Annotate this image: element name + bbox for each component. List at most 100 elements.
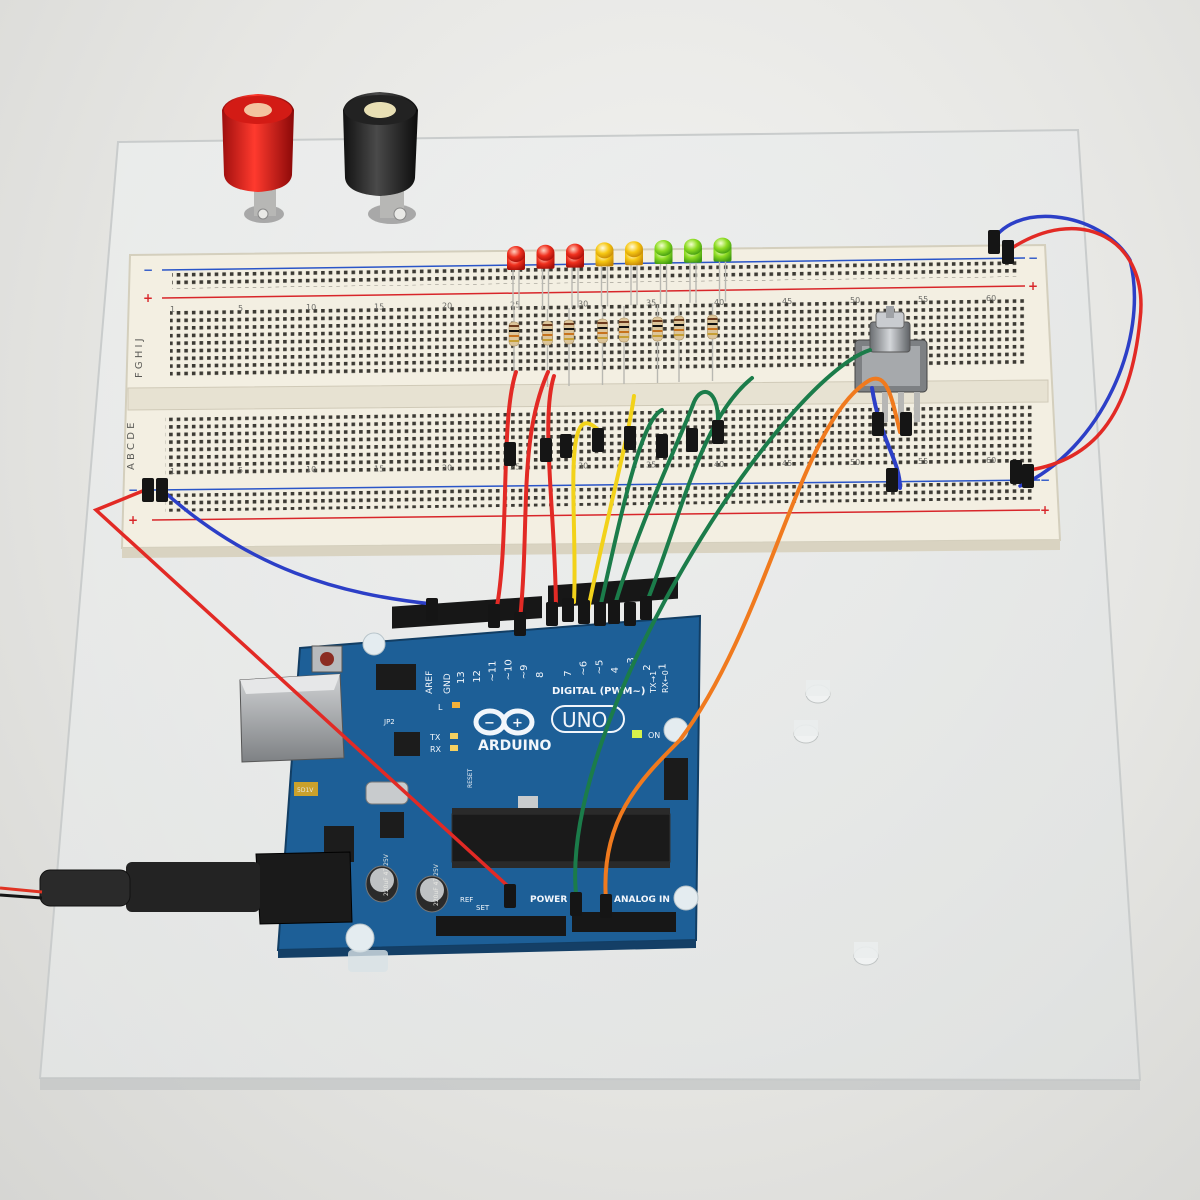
wire-plug bbox=[686, 428, 698, 452]
wire-plug bbox=[656, 434, 668, 458]
jumper-wires bbox=[92, 214, 1143, 902]
wire-green-3 bbox=[644, 376, 754, 606]
column-number-bottom: 60 bbox=[986, 456, 996, 465]
arduino-logo: − + bbox=[473, 708, 535, 736]
power-on-led bbox=[632, 730, 642, 738]
capacitor-right bbox=[415, 875, 449, 913]
wire-green-analog bbox=[573, 348, 872, 896]
wire-plug bbox=[594, 602, 606, 626]
fuse bbox=[294, 782, 318, 796]
aref-label: AREF bbox=[425, 671, 435, 694]
digital-pin-label: ~11 bbox=[488, 660, 499, 681]
arduino-logo-text: ARDUINO bbox=[478, 738, 552, 754]
wire-plug bbox=[1022, 464, 1034, 488]
wire-plug bbox=[578, 600, 590, 624]
digital-header-label: DIGITAL (PWM~) bbox=[552, 686, 645, 697]
column-number-bottom: 50 bbox=[850, 458, 860, 467]
led-red bbox=[566, 243, 584, 308]
wire-plug bbox=[608, 600, 620, 624]
digital-pin-label: ~5 bbox=[594, 660, 605, 675]
resistor bbox=[673, 304, 685, 382]
rail-sign-bottom-plus-right: + bbox=[1040, 503, 1050, 517]
led-green bbox=[654, 240, 673, 304]
column-number-top: 35 bbox=[646, 299, 656, 308]
column-number-top: 55 bbox=[918, 295, 928, 304]
analog-in-label: ANALOG IN bbox=[614, 895, 670, 905]
digital-pin-label: ~9 bbox=[519, 664, 530, 679]
row-letters-bottom: A B C D E bbox=[126, 423, 137, 470]
led-red bbox=[536, 244, 555, 309]
wire-red-led-2 bbox=[518, 370, 550, 622]
wire-plug bbox=[488, 604, 500, 628]
row-letters-top: F G H I J bbox=[134, 338, 145, 378]
column-number-bottom: 1 bbox=[170, 467, 175, 476]
wire-plug bbox=[560, 434, 572, 458]
gnd-label: GND bbox=[443, 673, 453, 694]
resistor bbox=[542, 309, 553, 387]
rail-sign-top-minus-right: − bbox=[1028, 251, 1038, 265]
top-rail-holes bbox=[172, 260, 1018, 289]
rx-arrow-label: RX←0 bbox=[661, 670, 670, 693]
wire-plug bbox=[156, 478, 168, 502]
wire-yellow-2 bbox=[586, 394, 636, 612]
wire-plug bbox=[426, 598, 438, 622]
tx-label: TX bbox=[429, 733, 441, 742]
atmega-microcontroller bbox=[451, 808, 671, 868]
usb-connector[interactable] bbox=[239, 673, 345, 763]
column-number-bottom: 40 bbox=[714, 460, 724, 469]
column-number-top: 50 bbox=[850, 296, 860, 305]
column-number-top: 5 bbox=[238, 304, 243, 313]
rail-line-bottom-positive bbox=[151, 509, 1041, 521]
wire-plug bbox=[600, 894, 612, 918]
logo-plus: + bbox=[512, 716, 523, 731]
wire-plug bbox=[872, 412, 884, 436]
tx-led bbox=[450, 733, 458, 739]
resistor bbox=[597, 307, 608, 385]
wire-plug bbox=[504, 442, 516, 466]
usb-chip bbox=[394, 732, 420, 756]
uno-text: UNO bbox=[562, 708, 607, 732]
rail-line-top-negative bbox=[161, 257, 1026, 271]
rail-line-top-positive bbox=[161, 285, 1026, 299]
capacitor-left bbox=[365, 865, 399, 903]
analog-header[interactable] bbox=[572, 912, 676, 932]
led-green bbox=[684, 238, 702, 303]
logo-minus: − bbox=[484, 716, 495, 731]
power-header[interactable] bbox=[436, 916, 566, 936]
wire-orange-analog bbox=[603, 376, 902, 902]
wire-plug bbox=[562, 598, 574, 622]
regulator-label: 5D1V bbox=[297, 787, 314, 794]
rail-sign-bottom-minus-right: − bbox=[1040, 473, 1050, 487]
ref-label: REF bbox=[460, 896, 473, 904]
wire-plug bbox=[514, 612, 526, 636]
uno-badge: UNO bbox=[551, 705, 625, 733]
digital-pin-label: 1 bbox=[658, 663, 669, 669]
reset-button[interactable] bbox=[311, 645, 343, 673]
column-number-bottom: 25 bbox=[510, 463, 520, 472]
column-numbers: 1155101015152020252530303535404045455050… bbox=[170, 294, 996, 476]
resistor bbox=[707, 303, 718, 381]
digital-pin-label: 8 bbox=[535, 672, 546, 678]
rx-label: RX bbox=[430, 745, 442, 754]
wire-plug bbox=[640, 596, 652, 620]
resistor bbox=[652, 305, 663, 383]
led-red bbox=[507, 246, 525, 310]
dc-power-jack[interactable] bbox=[0, 851, 353, 925]
wire-plug bbox=[624, 426, 636, 450]
wire-red-5v bbox=[92, 486, 512, 890]
led-green bbox=[713, 237, 732, 302]
column-number-top: 40 bbox=[714, 298, 724, 307]
capacitor-label-left: 220uF 47 25V bbox=[383, 853, 390, 896]
column-number-bottom: 20 bbox=[442, 463, 452, 472]
crystal bbox=[365, 781, 409, 805]
bottom-rail-holes bbox=[165, 481, 1033, 512]
power-label: POWER bbox=[530, 895, 567, 905]
rail-sign-bottom-plus-left: + bbox=[128, 513, 138, 527]
column-number-top: 10 bbox=[306, 303, 316, 312]
column-number-bottom: 5 bbox=[238, 466, 243, 475]
rail-sign-bottom-minus-left: − bbox=[128, 483, 138, 497]
column-number-bottom: 15 bbox=[374, 464, 384, 473]
set-label: SET bbox=[476, 904, 490, 912]
